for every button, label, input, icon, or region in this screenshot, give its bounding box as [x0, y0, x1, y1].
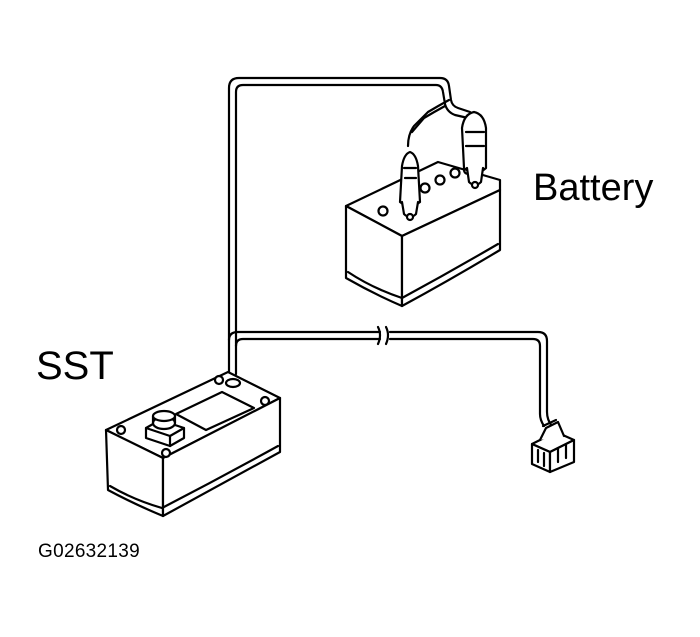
sst-label: SST	[36, 344, 114, 388]
figure-code: G02632139	[38, 541, 141, 562]
positive-clamp	[462, 112, 486, 188]
diagnostic-connector	[532, 420, 574, 472]
battery-label: Battery	[533, 167, 654, 209]
sst-push-button	[146, 411, 184, 446]
negative-clamp	[400, 152, 420, 220]
sst-tester-box	[106, 372, 280, 516]
cable-to-connector	[229, 327, 552, 426]
cable-to-battery	[229, 78, 470, 374]
